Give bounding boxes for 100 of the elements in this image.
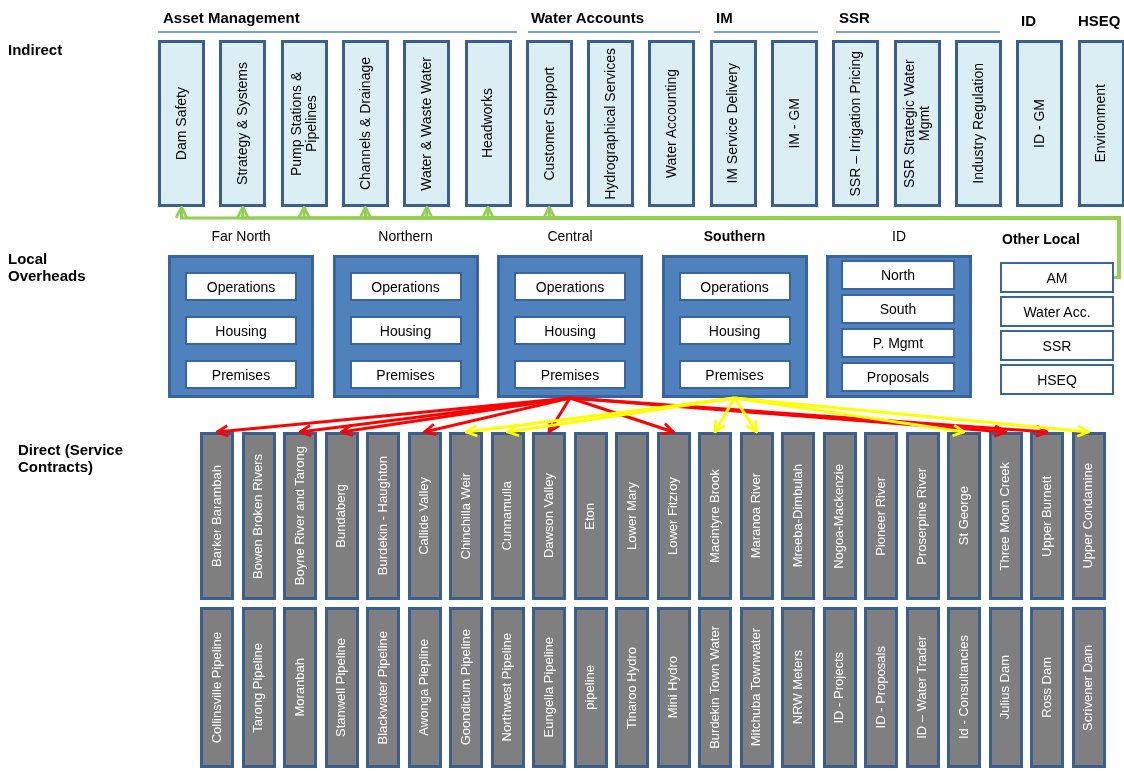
cost-box: Water Acc. — [1000, 296, 1114, 327]
contract-box: Blackwater Pipeline — [366, 607, 400, 768]
cost-box: Housing — [678, 316, 791, 345]
row-label: Direct (Service Contracts) — [18, 441, 125, 475]
group-heading: Asset Management — [163, 9, 300, 26]
arrow — [734, 396, 1090, 438]
function-box: Pump Stations & Pipelines — [280, 40, 328, 207]
contract-box: Cunnamulla — [490, 432, 525, 600]
contract-box: Lower Fitzroy — [656, 432, 691, 600]
contract-box: Bowen Broken Rivers — [241, 432, 276, 600]
region-heading: Far North — [210, 228, 272, 244]
cost-box: Housing — [349, 316, 462, 345]
arrow — [713, 397, 736, 434]
cost-box: SSR — [1000, 330, 1114, 361]
function-box: Water Accounting — [648, 40, 696, 207]
contract-box: ID – Water Trader — [905, 607, 940, 768]
contract-box: Chinchilla Weir — [449, 432, 483, 600]
row-label: Local Overheads — [8, 250, 87, 284]
group-heading: HSEQ — [1078, 12, 1121, 29]
cost-box: Operations — [349, 272, 462, 301]
cost-box: Premises — [349, 360, 462, 389]
region-heading: Central — [546, 228, 594, 244]
cost-box: HSEQ — [1000, 364, 1114, 395]
contract-box: St George — [947, 432, 981, 600]
function-box: Channels & Drainage — [341, 40, 389, 207]
contract-box: Boyne River and Tarong — [283, 432, 317, 600]
contract-box: Bundaberg — [324, 432, 359, 600]
contract-box: Proserpine River — [905, 432, 940, 600]
contract-box: Three Moon Creek — [988, 432, 1023, 600]
contract-box: Julius Dam — [988, 607, 1023, 768]
arrow — [423, 396, 571, 437]
cost-box: P. Mgmt — [841, 328, 955, 358]
group-heading: Water Accounts — [531, 9, 645, 26]
group-heading: SSR — [839, 9, 870, 26]
region-heading: ID — [891, 228, 907, 244]
contract-box: Tinaroo Hydro — [615, 607, 649, 768]
cost-box: Housing — [185, 316, 297, 345]
function-box: Dam Safety — [158, 40, 205, 207]
contract-box: pipeline — [573, 607, 608, 768]
contract-box: Id - Consultancies — [947, 607, 981, 768]
contract-box: Burdekin - Haughton — [366, 432, 400, 600]
arrow — [506, 396, 735, 438]
function-box: IM Service Delivery — [709, 40, 757, 207]
contract-box: Barker Barambah — [200, 432, 234, 600]
arrow — [734, 396, 966, 438]
cost-box: Premises — [185, 360, 297, 389]
contract-box: Eton — [573, 432, 608, 600]
contract-box: Maranoa River — [739, 432, 774, 600]
row-label: Indirect — [8, 41, 64, 58]
region-heading: Southern — [702, 228, 767, 244]
group-heading: IM — [716, 9, 733, 26]
contract-box: Awonga Piepline — [407, 607, 442, 768]
arrow — [547, 397, 572, 434]
contract-box: Eungella Pipeline — [532, 607, 566, 768]
function-box: IM - GM — [771, 40, 818, 207]
function-box: Headworks — [464, 40, 512, 207]
contract-box: Tarong Pipeline — [241, 607, 276, 768]
cost-box: South — [841, 294, 955, 324]
region-heading: Northern — [377, 228, 434, 244]
contract-box: Goondicum Pipeline — [449, 607, 483, 768]
contract-box: ID - Projects — [822, 607, 857, 768]
contract-box: Scrivener Dam — [1071, 607, 1106, 768]
function-box: SSR – Irrigation Pricing — [832, 40, 880, 207]
contract-box: Macintyre Brook — [698, 432, 732, 600]
contract-box: Mini Hydro — [656, 607, 691, 768]
cost-box: Premises — [678, 360, 791, 389]
group-heading: Other Local — [1002, 231, 1081, 247]
arrow — [733, 397, 758, 434]
function-box: Hydrographical Services — [587, 40, 635, 207]
contract-box: Lower Mary — [615, 432, 649, 600]
contract-box: Ross Dam — [1030, 607, 1064, 768]
function-box: Industry Regulation — [954, 40, 1002, 207]
function-box: Water & Waste Water — [403, 40, 451, 207]
group-heading: ID — [1021, 12, 1036, 29]
cost-box: Operations — [678, 272, 791, 301]
cost-box: Operations — [514, 272, 626, 301]
cost-box: Premises — [514, 360, 626, 389]
cost-box: Proposals — [841, 362, 955, 392]
contract-box: Stanwell Pipeline — [324, 607, 359, 768]
contract-box: Upper Burnett — [1030, 432, 1064, 600]
function-box: ID - GM — [1016, 40, 1064, 207]
contract-box: Moranbah — [283, 607, 317, 768]
function-box: Customer Support — [525, 40, 573, 207]
function-box: SSR Strategic Water Mgmt — [893, 40, 941, 207]
contract-box: NRW Meters — [781, 607, 815, 768]
cost-box: Housing — [514, 316, 626, 345]
function-box: Strategy & Systems — [219, 40, 267, 207]
cost-box: North — [841, 260, 955, 290]
contract-box: Mreeba-Dimbulah — [781, 432, 815, 600]
contract-box: Nogoa-Mackenzie — [822, 432, 857, 600]
cost-box: Operations — [185, 272, 297, 301]
contract-box: Northwest Pipeline — [490, 607, 525, 768]
contract-box: Collinsville Pipeline — [200, 607, 234, 768]
contract-box: Mitchuba Townwater — [739, 607, 774, 768]
contract-box: Pioneer River — [864, 432, 898, 600]
contract-box: Burdekin Town Water — [698, 607, 732, 768]
contract-box: Upper Condamine — [1071, 432, 1106, 600]
function-box: Environment — [1077, 40, 1124, 207]
contract-box: Callide Valley — [407, 432, 442, 600]
contract-box: ID - Proposals — [864, 607, 898, 768]
